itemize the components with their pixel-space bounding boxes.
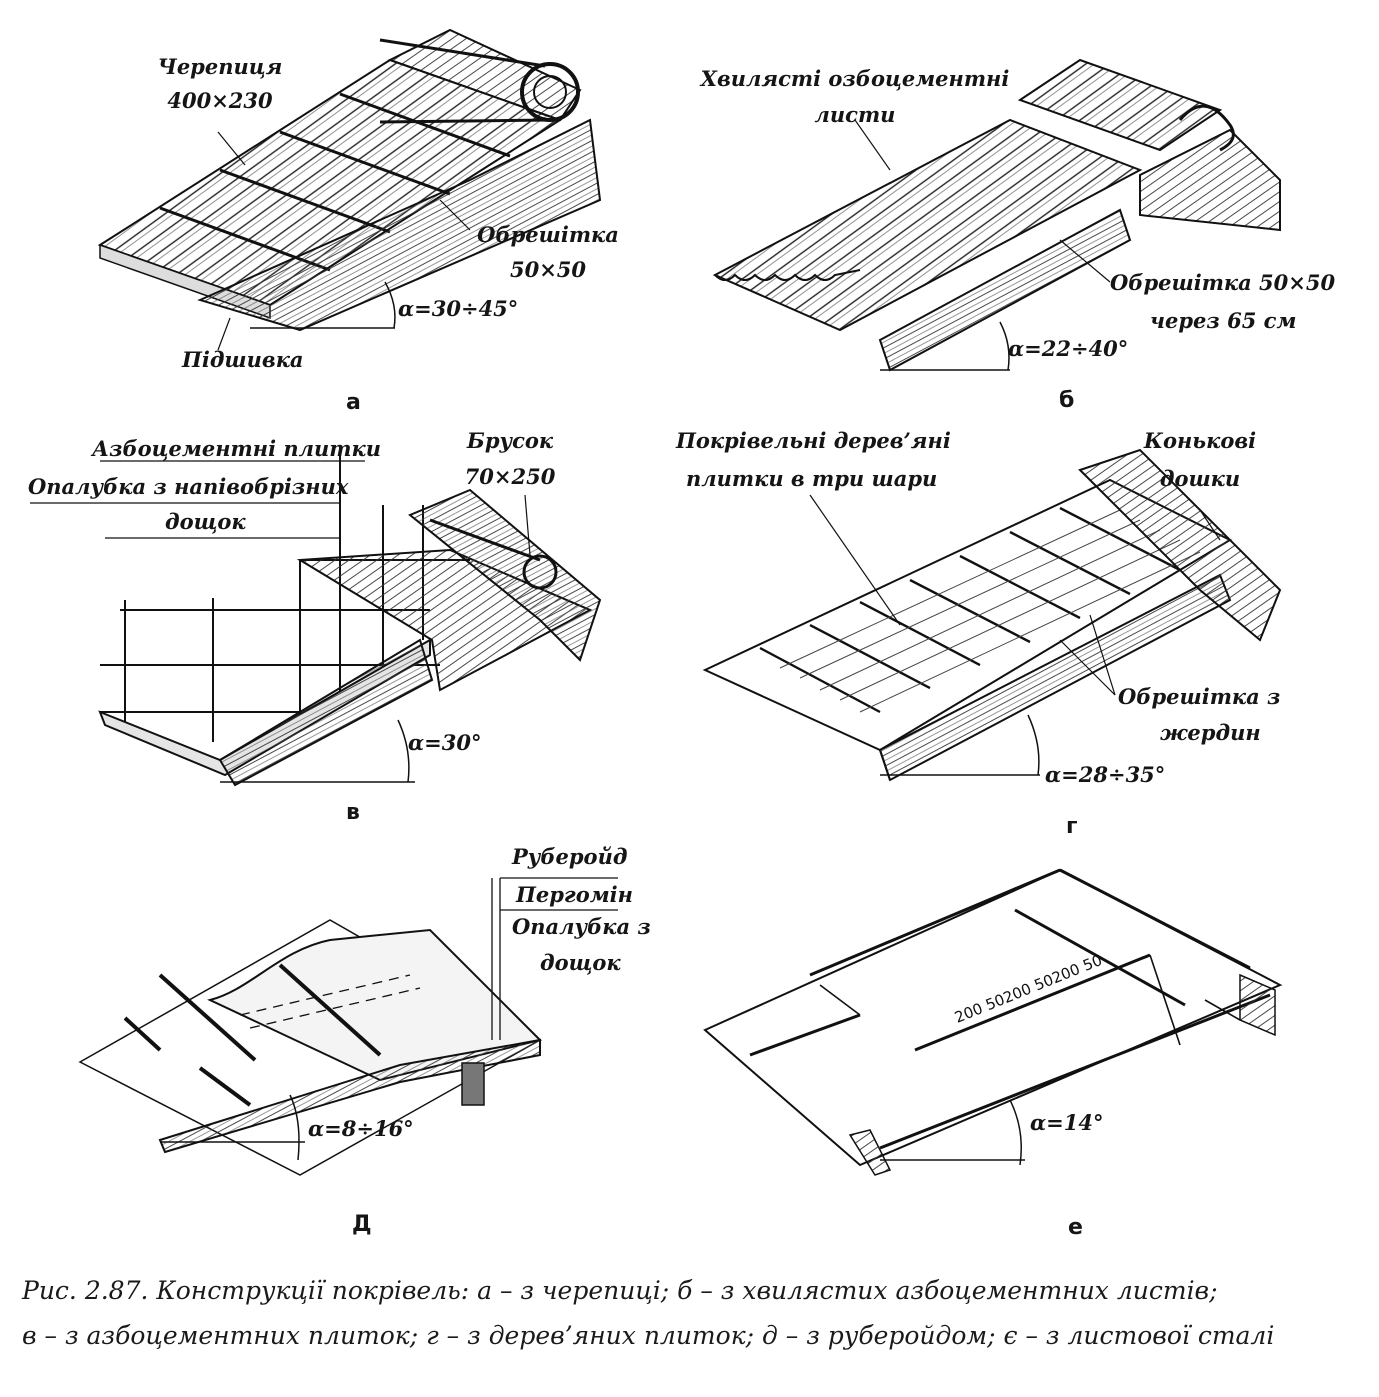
angle-v: α=30° [408, 730, 482, 755]
label-g-ridge: Конькові [1143, 428, 1257, 453]
angle-g: α=28÷35° [1045, 762, 1166, 787]
label-b-lath: Обрешітка 50×50 [1110, 270, 1336, 295]
label-v-tiles: Азбоцементні плитки [92, 436, 381, 461]
label-a-lath-size: 50×50 [509, 257, 587, 282]
label-a-tile: Черепиця [157, 54, 283, 79]
angle-a: α=30÷45° [398, 296, 519, 321]
label-a-tile-size: 400×230 [167, 88, 273, 113]
label-v-formwork: Опалубка з напівобрізних [28, 474, 349, 499]
panel-e-drawing [703, 868, 1283, 1176]
label-d-roofing: Руберойд [512, 844, 628, 869]
label-g-ridge-2: дошки [1159, 466, 1241, 491]
label-d-formwork-2: дощок [540, 950, 621, 975]
label-g-wood-tiles-2: плитки в три шари [686, 466, 938, 491]
label-v-formwork-2: дощок [165, 509, 246, 534]
caption-line-2: в – з азбоцементних плиток; г – з дерев’… [22, 1321, 1275, 1350]
panel-letter-g: г [1066, 814, 1078, 839]
label-v-bar: Брусок [466, 428, 554, 453]
label-v-bar-size: 70×250 [464, 464, 556, 489]
panel-letter-b: б [1059, 388, 1075, 413]
label-a-soffit: Підшивка [182, 347, 304, 372]
label-d-pergamin: Пергомін [516, 882, 633, 907]
label-b-sheets-2: листи [814, 102, 896, 127]
panel-letter-v: в [346, 800, 360, 825]
caption-line-1: Рис. 2.87. Конструкції покрівель: а – з … [22, 1276, 1218, 1305]
panel-letter-e: е [1068, 1215, 1083, 1240]
angle-b: α=22÷40° [1008, 336, 1129, 361]
label-a-lath: Обрешітка [477, 222, 619, 247]
label-d-formwork: Опалубка з [512, 914, 651, 939]
panel-d-drawing [78, 877, 618, 1176]
panel-g-drawing [702, 448, 1282, 782]
panel-b-drawing [712, 58, 1281, 372]
panel-a-drawing [97, 28, 602, 351]
label-b-sheets: Хвилясті озбоцементні [700, 66, 1010, 91]
angle-d: α=8÷16° [308, 1116, 414, 1141]
figure-caption: Рис. 2.87. Конструкції покрівель: а – з … [22, 1268, 1362, 1358]
label-b-lath-spacing: через 65 см [1150, 308, 1297, 333]
angle-e: α=14° [1030, 1110, 1104, 1135]
label-g-lath-2: жердин [1160, 720, 1261, 745]
label-g-wood-tiles: Покрівельні дерев’яні [676, 428, 951, 453]
panel-letter-a: а [346, 390, 361, 415]
label-g-lath: Обрешітка з [1118, 684, 1281, 709]
panel-v-drawing [30, 445, 602, 787]
panel-letter-d: Д [352, 1212, 372, 1237]
